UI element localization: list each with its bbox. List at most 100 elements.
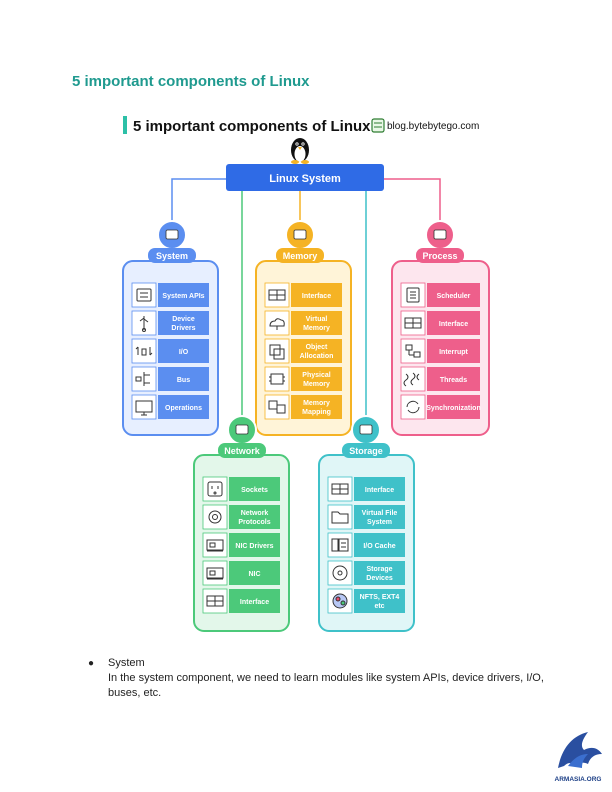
group-memory: MemoryInterfaceVirtualMemoryObjectAlloca… xyxy=(255,220,352,436)
component-item: I/O Cache xyxy=(327,532,405,558)
group-title-pill xyxy=(416,248,464,263)
group-title: Network xyxy=(224,446,261,456)
item-label: Synchronization xyxy=(426,405,480,412)
item-label: Virtual xyxy=(306,316,328,323)
item-label: Interface xyxy=(302,293,331,300)
interface-icon xyxy=(331,483,349,495)
item-label: Sockets xyxy=(241,487,268,494)
component-item: NIC Drivers xyxy=(202,532,280,558)
item-label: Threads xyxy=(440,377,467,384)
item-label-box xyxy=(158,395,209,419)
connector-lines xyxy=(171,178,441,430)
item-label: Interface xyxy=(365,487,394,494)
item-label: Devices xyxy=(366,575,393,582)
item-label: Scheduler xyxy=(437,293,471,300)
item-label-box xyxy=(158,367,209,391)
bullet-list: ● System In the system component, we nee… xyxy=(88,656,548,701)
item-icon-box xyxy=(202,476,228,502)
nic-card-icon xyxy=(206,567,224,580)
item-label-box xyxy=(427,311,480,335)
component-item: Bus xyxy=(131,366,209,392)
component-item: Interrupt xyxy=(400,338,480,364)
folder-icon xyxy=(331,511,349,524)
item-label-box xyxy=(291,311,342,335)
item-label-box xyxy=(158,311,209,335)
item-label: etc xyxy=(374,603,384,610)
bullet-body: In the system component, we need to lear… xyxy=(108,672,544,699)
item-label: NFTS, EXT4 xyxy=(360,594,400,601)
server-stack-icon xyxy=(359,424,373,435)
group-title: System xyxy=(156,251,188,261)
title-accent-bar xyxy=(123,116,127,134)
nic-card-icon xyxy=(206,539,224,552)
eagle-logo-icon: ARMASIA.ORG xyxy=(555,732,602,783)
item-label: Allocation xyxy=(300,353,334,360)
bytebytego-logo-icon xyxy=(371,118,385,133)
mapping-icon xyxy=(268,400,286,414)
item-label-box xyxy=(158,283,209,307)
item-label: NIC Drivers xyxy=(235,543,273,550)
item-label-box xyxy=(158,339,209,363)
api-icon xyxy=(136,288,152,302)
refresh-cycle-icon xyxy=(433,229,447,240)
item-label: Operations xyxy=(165,405,202,412)
item-icon-box xyxy=(264,310,290,336)
item-label-box xyxy=(291,283,342,307)
component-item: NFTS, EXT4 etc xyxy=(327,588,405,614)
component-item: Interface xyxy=(202,588,280,614)
item-label-box xyxy=(229,477,280,501)
item-label-box xyxy=(427,339,480,363)
linux-system-box xyxy=(226,164,384,191)
group-title: Memory xyxy=(283,251,318,261)
item-label-box xyxy=(229,561,280,585)
tux-penguin-icon xyxy=(291,138,309,164)
item-label: Interrupt xyxy=(439,349,468,356)
item-label-box xyxy=(354,477,405,501)
item-label: Memory xyxy=(303,325,330,332)
cloud-icon xyxy=(269,318,285,330)
item-label-box xyxy=(354,589,405,613)
item-label-box xyxy=(354,533,405,557)
item-label: Memory xyxy=(303,400,330,407)
item-label: Interface xyxy=(240,599,269,606)
monitor-icon xyxy=(135,400,153,416)
linux-components-infographic: 5 important components of Linux blog.byt… xyxy=(122,116,490,632)
source-url: blog.bytebytego.com xyxy=(387,121,479,132)
object-icon xyxy=(269,344,285,360)
item-icon-box xyxy=(327,560,353,586)
item-label: I/O Cache xyxy=(363,543,395,550)
item-icon-box xyxy=(264,366,290,392)
io-arrows-icon xyxy=(135,346,153,356)
item-label-box xyxy=(291,367,342,391)
sync-icon xyxy=(406,400,420,414)
item-label: NIC xyxy=(248,571,260,578)
gear-network-icon xyxy=(208,510,222,524)
item-label-box xyxy=(291,395,342,419)
item-label-box xyxy=(229,533,280,557)
item-label: Storage xyxy=(366,566,392,573)
item-icon-box xyxy=(131,282,157,308)
infographic-title: 5 important components of Linux xyxy=(133,118,371,135)
component-item: Interface xyxy=(327,476,405,502)
page-title: 5 important components of Linux xyxy=(72,73,310,90)
item-label-box xyxy=(229,505,280,529)
group-title-pill xyxy=(148,248,196,263)
chip-icon xyxy=(269,373,285,385)
disk-icon xyxy=(332,565,348,581)
component-item: Sockets xyxy=(202,476,280,502)
item-icon-box xyxy=(400,394,426,420)
item-label-box xyxy=(427,367,480,391)
bullet-title: System xyxy=(108,657,145,669)
component-item: Interface xyxy=(264,282,342,308)
socket-icon xyxy=(207,481,223,497)
item-label: Interface xyxy=(439,321,468,328)
